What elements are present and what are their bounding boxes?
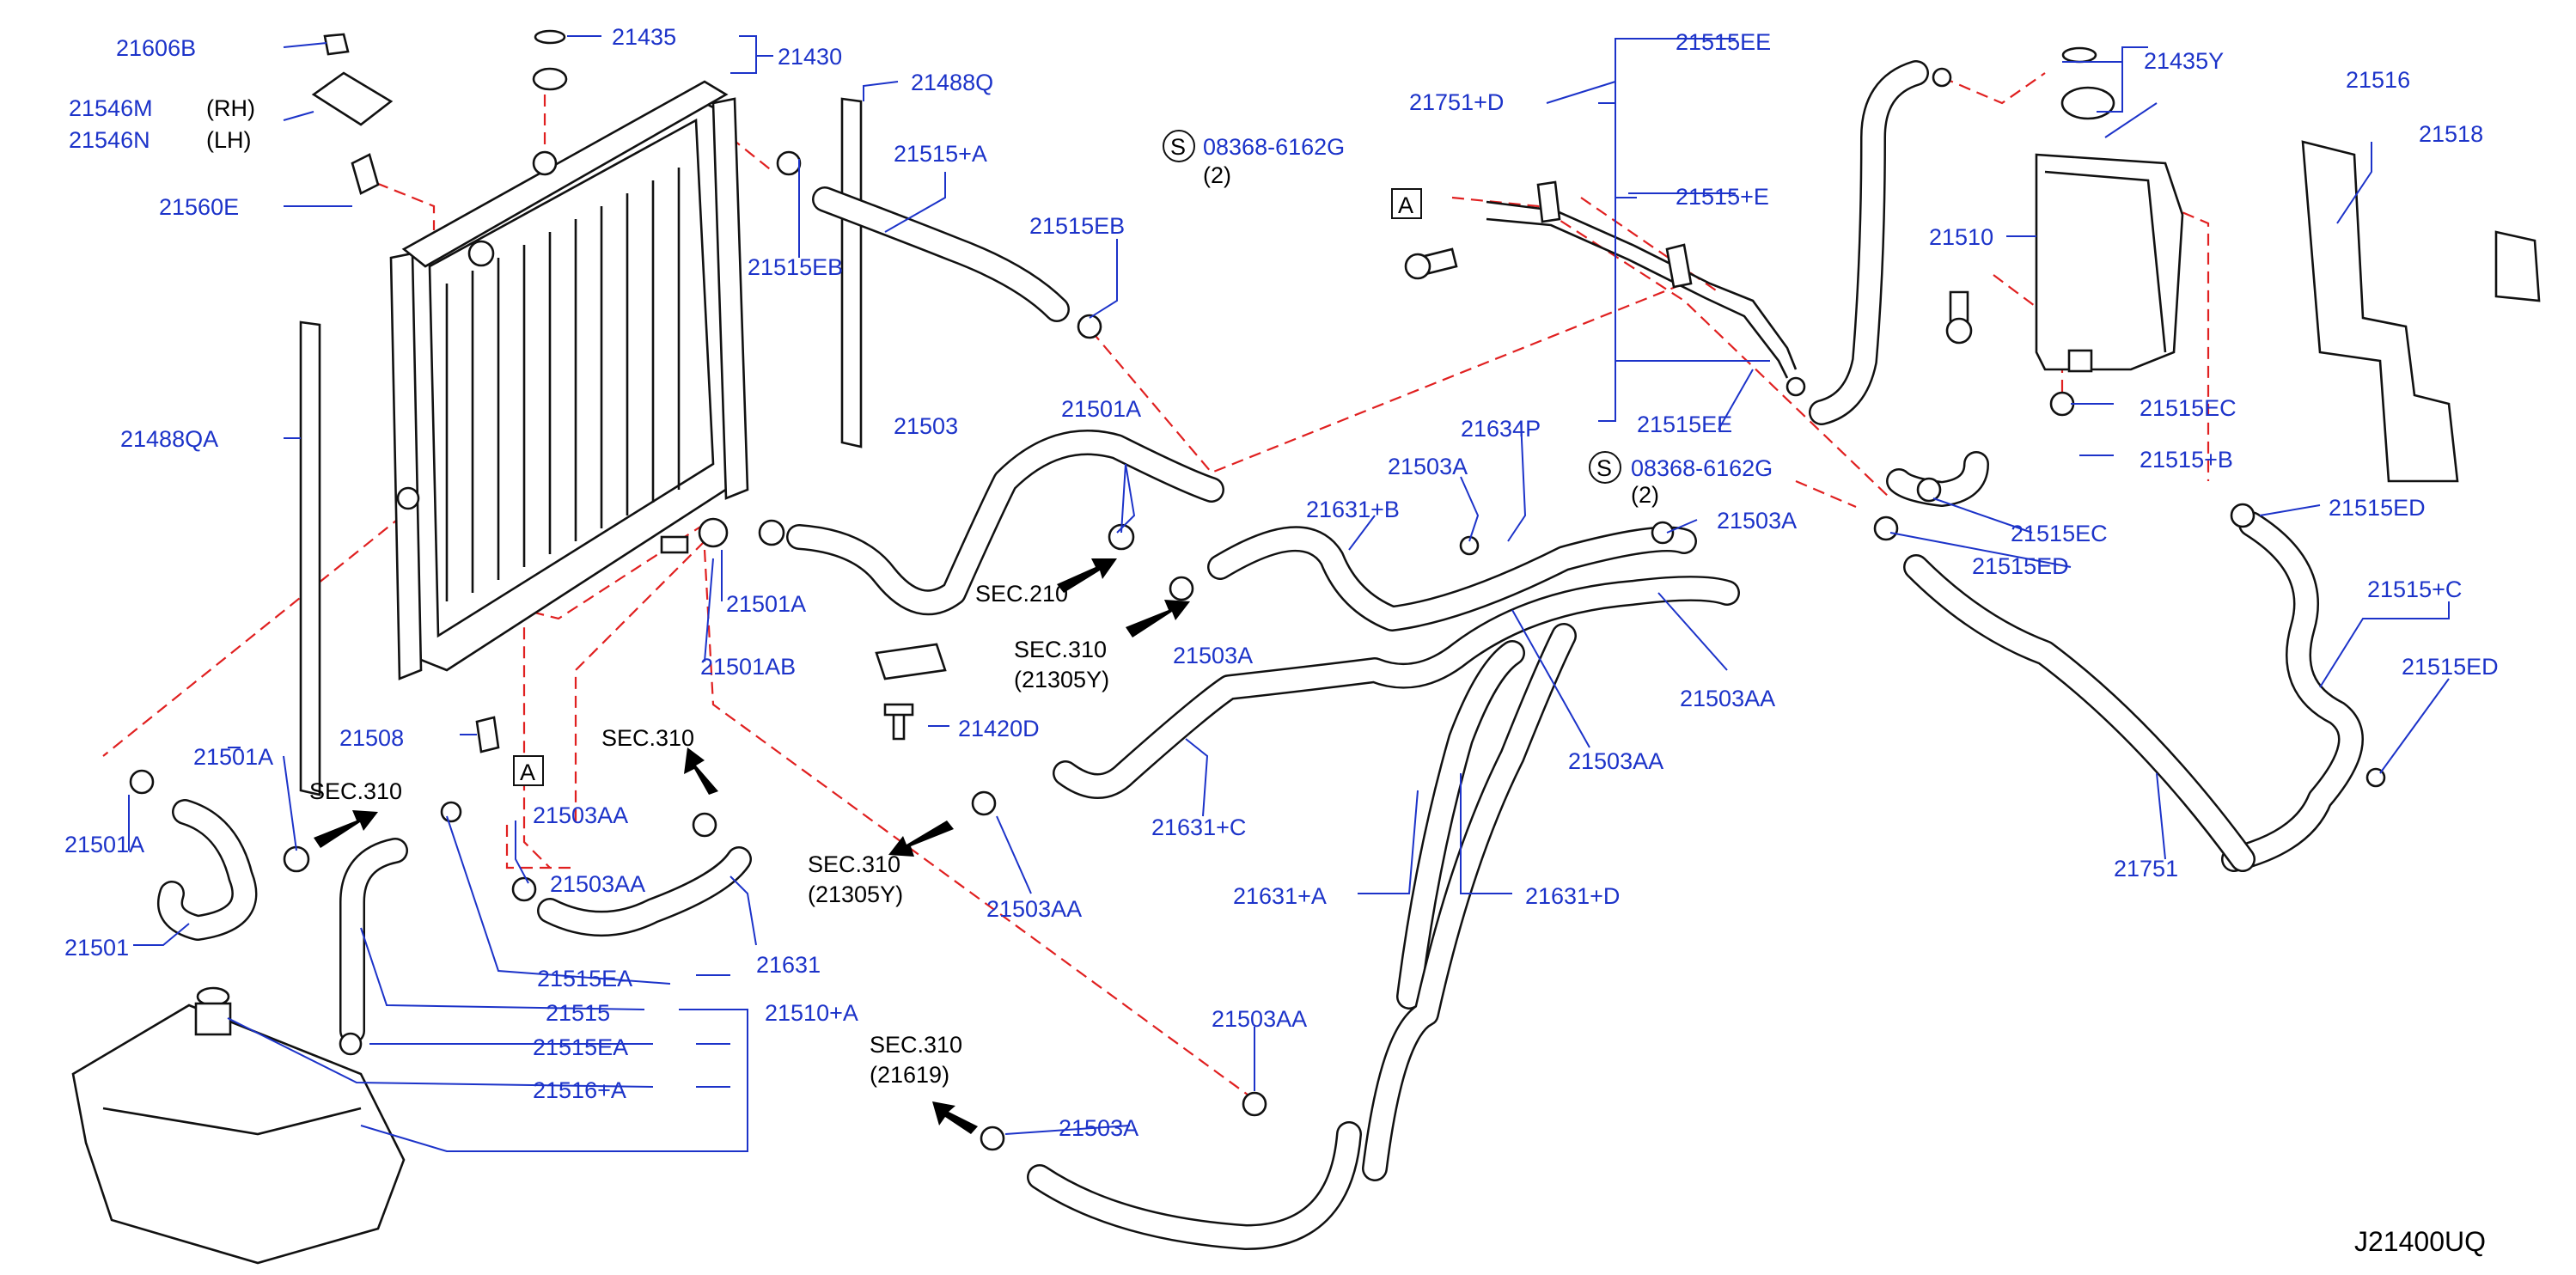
label-21631pA: 21631+A	[1233, 883, 1327, 909]
label-21501A-mid: 21501A	[1061, 396, 1141, 422]
radiator	[389, 80, 749, 680]
part-labels: 21606B 21546M (RH) 21546N (LH) 21560E 21…	[64, 24, 2499, 1141]
label-21515EB-right: 21515EB	[1029, 213, 1125, 239]
section-arrows	[314, 558, 1190, 1134]
label-21515EB-left: 21515EB	[748, 254, 843, 280]
label-21631pD: 21631+D	[1525, 883, 1620, 909]
label-21518: 21518	[2419, 121, 2483, 147]
label-21515pC: 21515+C	[2367, 576, 2462, 602]
label-21435Y: 21435Y	[2144, 48, 2224, 74]
label-21631pB: 21631+B	[1306, 497, 1400, 522]
sec-310-e-sub: (21619)	[870, 1062, 949, 1088]
label-21503AA-5: 21503AA	[986, 896, 1082, 922]
label-21516: 21516	[2346, 67, 2410, 93]
label-21515EC-1: 21515EC	[2140, 395, 2237, 421]
label-21503AA-1: 21503AA	[533, 802, 628, 828]
label-21515pE: 21515+E	[1676, 184, 1769, 210]
sec-310-a: SEC.310	[1014, 637, 1107, 662]
label-08368-top: 08368-6162G	[1203, 134, 1345, 160]
label-21488QA: 21488QA	[120, 426, 218, 452]
sec-310-d-sub: (21305Y)	[808, 882, 903, 907]
label-21501A-left: 21501A	[193, 744, 273, 770]
bracket-21518	[2301, 140, 2541, 483]
label-21501A-left2: 21501A	[64, 832, 144, 857]
label-21515EA-2: 21515EA	[533, 1034, 628, 1060]
bolts	[875, 247, 1973, 741]
label-qty-top: (2)	[1203, 162, 1231, 188]
marker-s-top: S	[1170, 134, 1186, 160]
label-21510pA: 21510+A	[765, 1000, 858, 1026]
label-rh: (RH)	[206, 95, 255, 121]
label-21501: 21501	[64, 935, 129, 961]
metal-tube	[1486, 180, 1798, 379]
label-21503: 21503	[894, 413, 958, 439]
label-21751pD: 21751+D	[1409, 89, 1504, 115]
label-21560E: 21560E	[159, 194, 239, 220]
label-21751: 21751	[2114, 856, 2178, 882]
marker-s-bottom: S	[1596, 455, 1612, 481]
label-21515EE-top: 21515EE	[1676, 29, 1771, 55]
label-21503AA-2: 21503AA	[550, 871, 645, 897]
label-21634P: 21634P	[1461, 416, 1541, 442]
section-references: SEC.210 SEC.310 (21305Y) SEC.310 SEC.310…	[309, 581, 1109, 1088]
marker-a-bottom: A	[520, 760, 535, 785]
label-21546M: 21546M	[69, 95, 153, 121]
reservoir-tank	[2035, 153, 2184, 373]
label-21430: 21430	[778, 44, 842, 70]
label-21515: 21515	[546, 1000, 610, 1026]
label-21503AA-3: 21503AA	[1680, 686, 1775, 711]
markers	[513, 130, 1621, 786]
label-08368-bottom: 08368-6162G	[1631, 455, 1773, 481]
label-21503A-a: 21503A	[1388, 454, 1468, 479]
sec-310-e: SEC.310	[870, 1032, 962, 1058]
label-21515ED-2: 21515ED	[2329, 495, 2426, 521]
label-21546N: 21546N	[69, 127, 150, 153]
label-21515EE-bottom: 21515EE	[1637, 412, 1732, 437]
lower-reservoir-tank	[71, 1002, 406, 1265]
label-21508: 21508	[339, 725, 404, 751]
leader-lines	[128, 35, 2450, 1152]
label-21503A-d: 21503A	[1059, 1115, 1138, 1141]
sec-310-a-sub: (21305Y)	[1014, 667, 1109, 692]
label-21503AA-6: 21503AA	[1212, 1006, 1307, 1032]
label-21503AA-4: 21503AA	[1568, 748, 1663, 774]
sec-310-c: SEC.310	[601, 725, 694, 751]
label-21515ED-3: 21515ED	[2402, 654, 2499, 680]
label-lh: (LH)	[206, 127, 252, 153]
label-qty-bottom: (2)	[1631, 482, 1659, 508]
radiator-seals	[299, 97, 863, 796]
label-21515pA: 21515+A	[894, 141, 987, 167]
label-21435: 21435	[612, 24, 676, 50]
marker-a-top: A	[1398, 192, 1413, 218]
label-21515EC-2: 21515EC	[2011, 521, 2108, 546]
label-21488Q: 21488Q	[911, 70, 993, 95]
label-21510: 21510	[1929, 224, 1993, 250]
mount-brackets	[311, 33, 500, 753]
label-21501A-low: 21501A	[726, 591, 806, 617]
sec-210: SEC.210	[975, 581, 1068, 607]
label-21515pB: 21515+B	[2140, 447, 2233, 473]
label-21515EA-1: 21515EA	[537, 966, 632, 991]
label-21503A-c: 21503A	[1173, 643, 1253, 668]
label-21631: 21631	[756, 952, 821, 978]
label-21606B: 21606B	[116, 35, 196, 61]
label-21501AB: 21501AB	[700, 654, 796, 680]
sec-310-d: SEC.310	[808, 851, 900, 877]
label-21515ED-1: 21515ED	[1972, 553, 2069, 579]
label-21631pC: 21631+C	[1151, 814, 1246, 840]
label-21420D: 21420D	[958, 716, 1040, 741]
label-21516pA: 21516+A	[533, 1077, 626, 1103]
label-21503A-b: 21503A	[1717, 508, 1797, 534]
sec-310-b: SEC.310	[309, 778, 402, 804]
hoses	[157, 60, 2364, 1250]
diagram-reference-code: J21400UQ	[2354, 1226, 2486, 1257]
